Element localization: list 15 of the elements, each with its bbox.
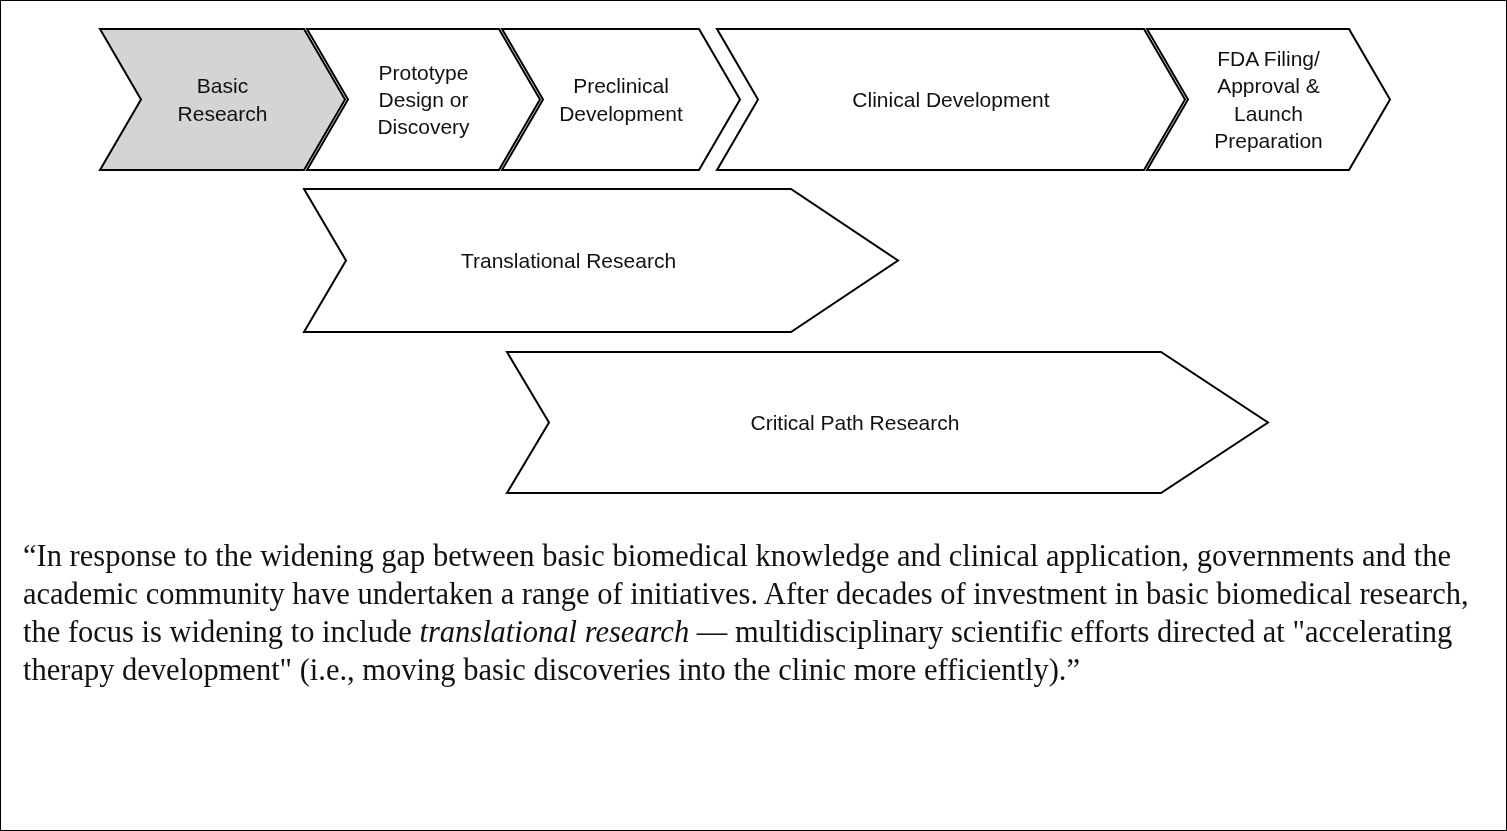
step-label: FDA Filing/ Approval & Launch Preparation bbox=[1213, 45, 1324, 154]
chevron-step bbox=[501, 28, 741, 171]
quote-paragraph: “In response to the widening gap between basic biomedical knowledge and clinical application, governments and the academic community have undertaken a range of initiatives. After decades of investment in basic biomedical research, the focus is widening to include translational research — multidisciplinary scientific efforts directed at "accelerating therapy development" (i.e., moving basic discoveries into the clinic more efficiently).” bbox=[23, 538, 1470, 689]
chevron-step bbox=[506, 351, 1269, 494]
step-label: Prototype Design or Discovery bbox=[376, 59, 471, 141]
chevron-step bbox=[303, 188, 899, 333]
chevron-step bbox=[1146, 28, 1391, 171]
step-label: Clinical Development bbox=[852, 86, 1050, 113]
step-label: Translational Research bbox=[460, 247, 677, 274]
step-label: Basic Research bbox=[176, 73, 269, 127]
step-label: Preclinical Development bbox=[558, 73, 684, 127]
chevron-step bbox=[99, 28, 346, 171]
chevron-step bbox=[716, 28, 1186, 171]
chevron-step bbox=[306, 28, 541, 171]
step-label: Critical Path Research bbox=[750, 409, 960, 436]
